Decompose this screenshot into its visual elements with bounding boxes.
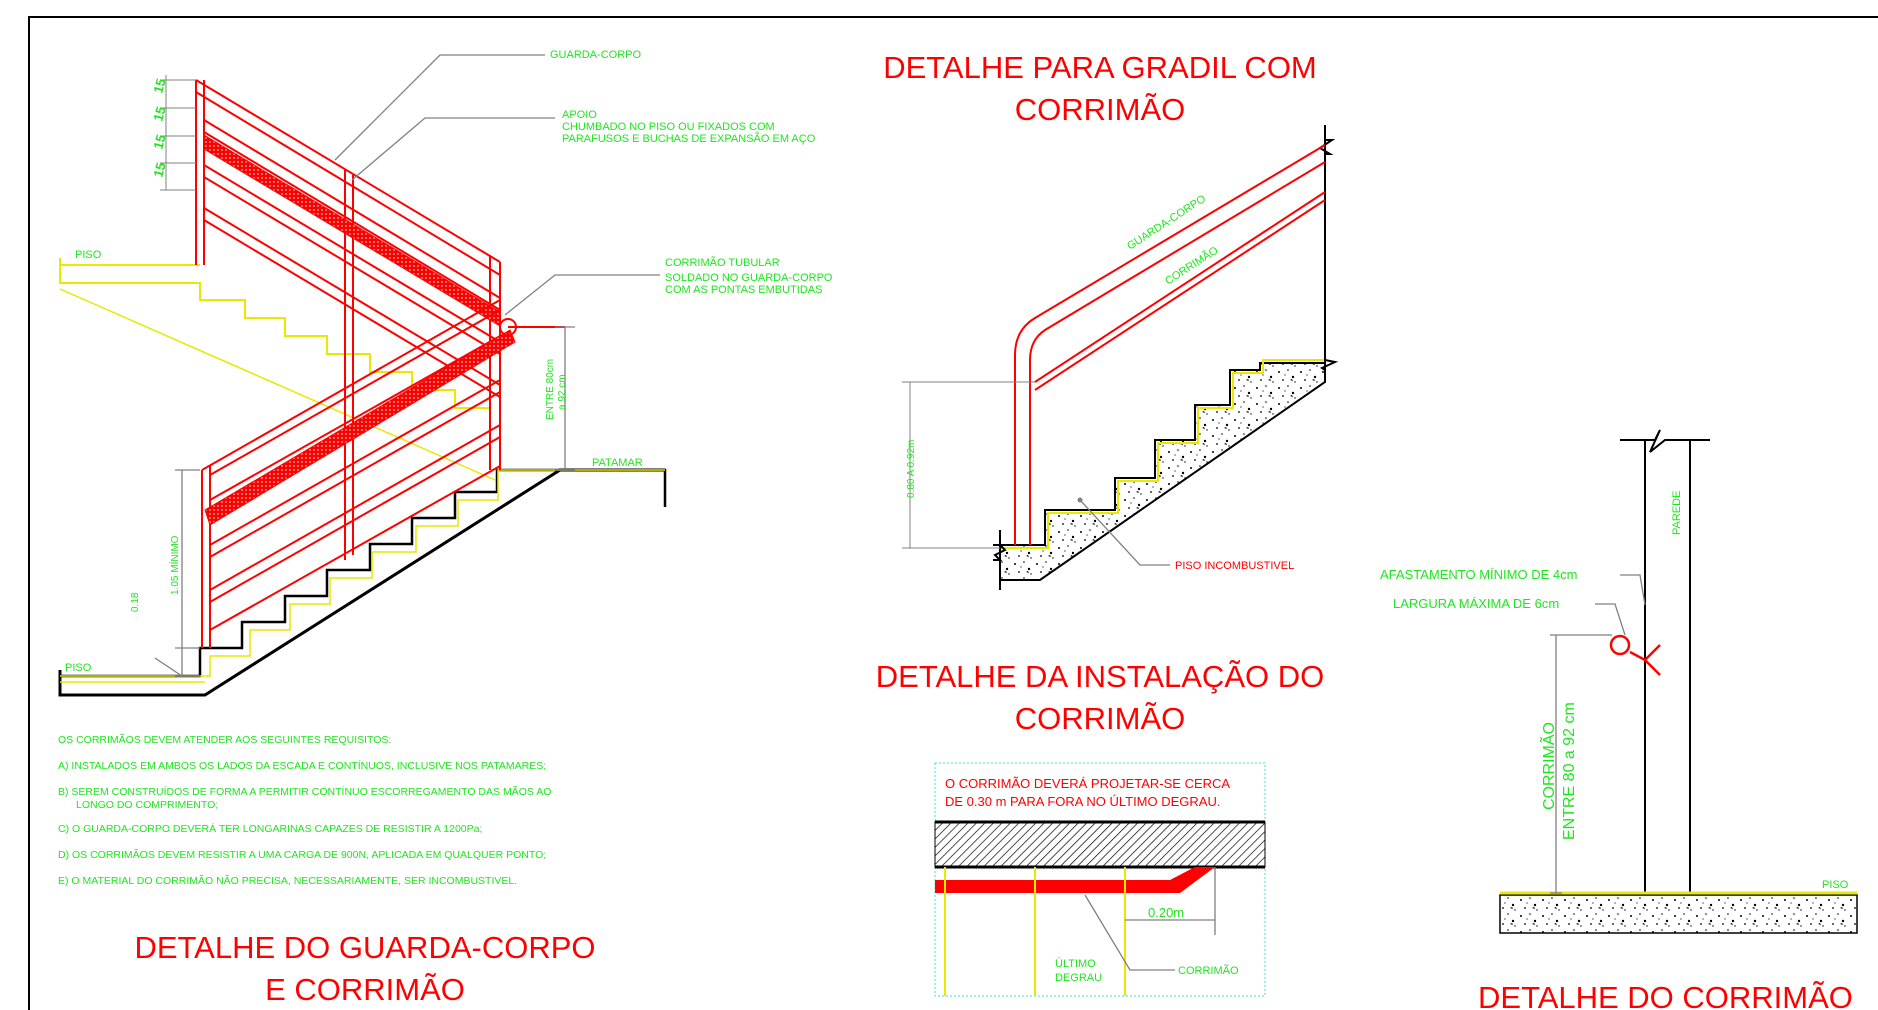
- label-piso-incombustivel: PISO INCOMBUSTIVEL: [1175, 560, 1294, 572]
- gradil-detail: DETALHE PARA GRADIL COM CORRIMÃO GUARDA-…: [883, 50, 1339, 590]
- label-guarda-corpo: GUARDA-CORPO: [550, 49, 642, 61]
- lower-railing: [201, 299, 501, 648]
- label-corrimao-tubular-2: SOLDADO NO GUARDA-CORPO: [665, 272, 833, 284]
- title-guarda-corpo-2: E CORRIMÃO: [265, 972, 465, 1007]
- label-piso-top: PISO: [75, 249, 102, 261]
- note-1: O CORRIMÃO DEVERÁ PROJETAR-SE CERCA: [945, 776, 1230, 791]
- label-parede: PAREDE: [1671, 491, 1683, 535]
- title-corrimao-right: DETALHE DO CORRIMÃO: [1478, 980, 1853, 1010]
- req-d: D) OS CORRIMÃOS DEVEM RESISTIR A UMA CAR…: [58, 848, 546, 861]
- req-title: OS CORRIMÃOS DEVEM ATENDER AOS SEGUINTES…: [58, 733, 391, 746]
- floor-slab: [1499, 894, 1858, 934]
- label-afastamento: AFASTAMENTO MÍNIMO DE 4cm: [1380, 567, 1577, 582]
- label-patamar: PATAMAR: [592, 457, 643, 469]
- req-b2: LONGO DO COMPRIMENTO;: [76, 799, 218, 811]
- label-apoio-2: CHUMBADO NO PISO OU FIXADOS COM: [562, 121, 775, 133]
- req-c: C) O GUARDA-CORPO DEVERÁ TER LONGARINAS …: [58, 822, 482, 835]
- label-corrimao-tubular: CORRIMÃO TUBULAR: [665, 256, 780, 269]
- label-corrimao-right-1: CORRIMÃO: [1538, 722, 1558, 810]
- label-piso-bottom: PISO: [65, 662, 92, 674]
- lower-handrail: [204, 329, 516, 526]
- guard-rail-detail: 15 15 15 15 GUARDA-CORPO APOIO CHUMBADO …: [58, 49, 833, 1007]
- label-entre-2: a 92 cm: [557, 374, 568, 410]
- label-corrimao-tubular-3: COM AS PONTAS EMBUTIDAS: [665, 284, 823, 296]
- label-largura: LARGURA MÁXIMA DE 6cm: [1393, 596, 1559, 611]
- title-guarda-corpo-1: DETALHE DO GUARDA-CORPO: [134, 930, 595, 965]
- label-corrimao-plan: CORRIMÃO: [1178, 964, 1239, 977]
- label-corrimao-right-2: ENTRE 80 a 92 cm: [1561, 702, 1578, 840]
- label-ultimo: ÚLTIMO: [1055, 957, 1096, 970]
- stair-steps: [60, 468, 667, 678]
- label-piso-right: PISO: [1822, 879, 1849, 891]
- sheet-frame: [28, 16, 1878, 1010]
- title-gradil-1: DETALHE PARA GRADIL COM: [883, 50, 1317, 85]
- handrail-section-detail: PAREDE PISO AFASTAMENTO MÍNIMO DE 4cm LA…: [1380, 429, 1858, 1010]
- dim-15-group: [160, 75, 196, 191]
- title-instalacao-2: CORRIMÃO: [1015, 701, 1186, 736]
- label-apoio-3: PARAFUSOS E BUCHAS DE EXPANSÃO EM AÇO: [562, 132, 816, 145]
- label-entre-1: ENTRE 80cm: [545, 359, 556, 420]
- title-gradil-2: CORRIMÃO: [1015, 92, 1186, 127]
- installation-frame: [934, 762, 1266, 997]
- dim-15-4: 15: [150, 161, 168, 179]
- req-b1: B) SEREM CONSTRUÍDOS DE FORMA A PERMITIR…: [58, 785, 551, 798]
- dim-gradil: 0.80 A 0.92m: [906, 440, 917, 498]
- label-apoio: APOIO: [562, 109, 597, 121]
- dim-15-3: 15: [150, 133, 168, 151]
- dim-020: 0.20m: [1148, 905, 1184, 920]
- installation-detail: DETALHE DA INSTALAÇÃO DO CORRIMÃO O CORR…: [876, 659, 1324, 997]
- req-e: E) O MATERIAL DO CORRIMÃO NÃO PRECISA, N…: [58, 874, 517, 887]
- note-2: DE 0.30 m PARA FORA NO ÚLTIMO DEGRAU.: [945, 794, 1220, 809]
- title-instalacao-1: DETALHE DA INSTALAÇÃO DO: [876, 659, 1324, 694]
- req-a: A) INSTALADOS EM AMBOS OS LADOS DA ESCAD…: [58, 759, 546, 772]
- handrail-plan: [935, 867, 1215, 893]
- dim-15-2: 15: [150, 105, 168, 123]
- upper-railing: [195, 79, 501, 560]
- wall-hatch: [934, 821, 1266, 868]
- label-minimo: 1.05 MÍNIMO: [168, 535, 181, 595]
- handrail-section: [1609, 634, 1631, 656]
- dim-15-1: 15: [150, 77, 168, 95]
- label-degrau: DEGRAU: [1055, 972, 1102, 984]
- stair-concrete: [999, 362, 1326, 581]
- label-018: 0.18: [130, 592, 141, 612]
- upper-flight: [59, 258, 491, 470]
